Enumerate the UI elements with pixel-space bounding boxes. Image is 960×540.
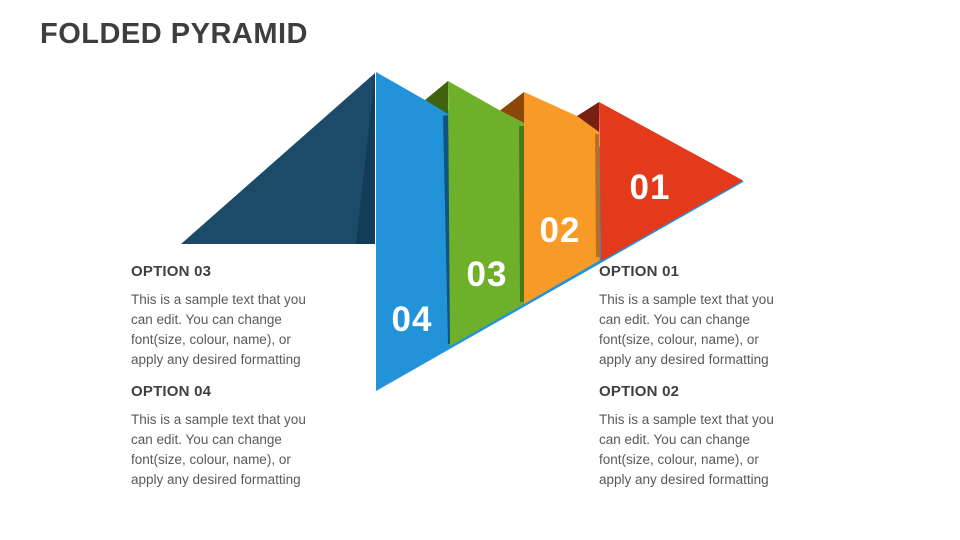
option-04-block: OPTION 04 This is a sample text that you… <box>131 383 361 490</box>
slide-title: FOLDED PYRAMID <box>40 18 308 50</box>
option-04-body-line: apply any desired formatting <box>131 472 301 487</box>
option-02-body-line: apply any desired formatting <box>599 472 769 487</box>
segment-03-band <box>448 81 524 346</box>
segment-02-edge-fold <box>595 134 600 257</box>
pyramid-back-fold-shadow <box>356 73 375 244</box>
option-01-body-line: This is a sample text that you <box>599 292 774 307</box>
option-02-body-line: font(size, colour, name), or <box>599 452 759 467</box>
option-02-block: OPTION 02 This is a sample text that you… <box>599 383 829 490</box>
option-04-body-line: can edit. You can change <box>131 432 282 447</box>
option-04-body-line: font(size, colour, name), or <box>131 452 291 467</box>
option-02-body: This is a sample text that you can edit.… <box>599 410 829 490</box>
option-03-heading: OPTION 03 <box>131 263 212 280</box>
segment-02-fold-shadow <box>500 92 524 123</box>
option-03-block: OPTION 03 This is a sample text that you… <box>131 263 361 370</box>
segment-02-band <box>524 92 600 304</box>
option-01-body-line: font(size, colour, name), or <box>599 332 759 347</box>
segment-02-number: 02 <box>539 211 581 250</box>
segment-03-edge-fold <box>519 126 524 302</box>
segment-03-fold-shadow <box>425 81 448 114</box>
option-01-heading: OPTION 01 <box>599 263 680 280</box>
option-04-heading: OPTION 04 <box>131 383 212 400</box>
pyramid-back-face <box>181 73 375 244</box>
option-04-body: This is a sample text that you can edit.… <box>131 410 361 490</box>
option-01-body-line: can edit. You can change <box>599 312 750 327</box>
option-04-body-line: This is a sample text that you <box>131 412 306 427</box>
option-01-body-line: apply any desired formatting <box>599 352 769 367</box>
option-02-body-line: This is a sample text that you <box>599 412 774 427</box>
option-01-body: This is a sample text that you can edit.… <box>599 290 829 370</box>
option-03-body-line: This is a sample text that you <box>131 292 306 307</box>
option-03-body-line: can edit. You can change <box>131 312 282 327</box>
option-01-block: OPTION 01 This is a sample text that you… <box>599 263 829 370</box>
option-02-heading: OPTION 02 <box>599 383 680 400</box>
segment-01-band <box>599 102 743 261</box>
option-03-body-line: apply any desired formatting <box>131 352 301 367</box>
segment-03-number: 03 <box>466 255 508 294</box>
option-03-body: This is a sample text that you can edit.… <box>131 290 361 370</box>
option-03-body-line: font(size, colour, name), or <box>131 332 291 347</box>
segment-04-number: 04 <box>391 300 433 339</box>
segment-01-fold-shadow <box>577 102 599 132</box>
segment-01-number: 01 <box>629 168 671 207</box>
option-02-body-line: can edit. You can change <box>599 432 750 447</box>
